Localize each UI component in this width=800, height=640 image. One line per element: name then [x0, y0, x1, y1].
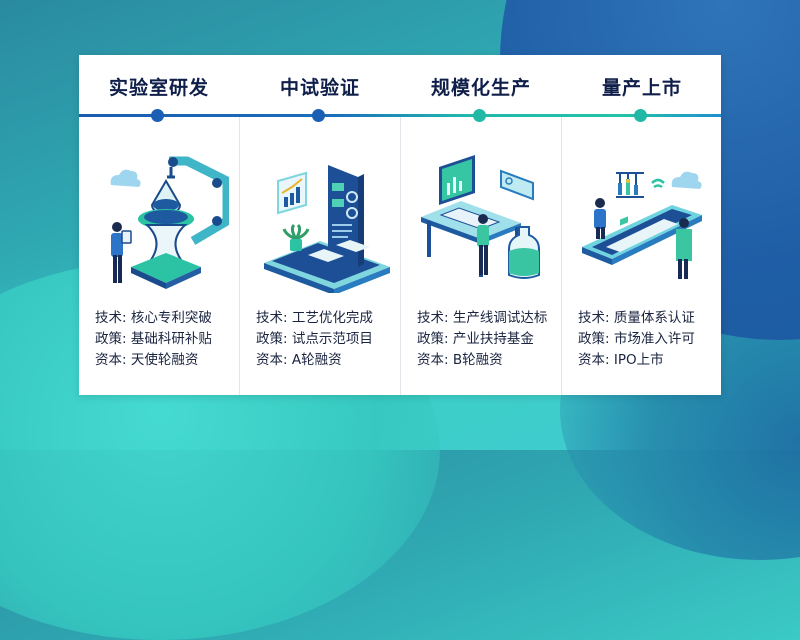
capital-label: 资本: [417, 352, 449, 368]
capital-label: 资本: [578, 352, 610, 368]
policy-label: 政策: [95, 331, 127, 347]
policy-row: 政策: 基础科研补贴 [95, 329, 235, 350]
stage-details: 技术: 核心专利突破 政策: 基础科研补贴 资本: 天使轮融资 [95, 308, 235, 371]
policy-row: 政策: 产业扶持基金 [417, 329, 557, 350]
stage-details: 技术: 质量体系认证 政策: 市场准入许可 资本: IPO上市 [578, 308, 718, 371]
column-divider [561, 117, 562, 395]
tech-value: 工艺优化完成 [291, 310, 373, 326]
tech-value: 质量体系认证 [613, 310, 695, 326]
tech-value: 生产线调试达标 [452, 310, 548, 326]
lab-research-icon [110, 156, 229, 289]
stage-details: 技术: 生产线调试达标 政策: 产业扶持基金 资本: B轮融资 [417, 308, 557, 371]
market-launch-icon [582, 171, 702, 279]
policy-label: 政策: [578, 331, 610, 347]
mass-production-icon [421, 155, 540, 279]
stage-title: 规模化生产 [430, 77, 531, 99]
timeline-dot [634, 109, 647, 122]
tech-label: 技术: [95, 310, 127, 326]
tech-label: 技术: [417, 310, 449, 326]
capital-value: 天使轮融资 [130, 352, 199, 368]
capital-row: 资本: B轮融资 [417, 350, 557, 371]
tech-value: 核心专利突破 [130, 310, 212, 326]
policy-row: 政策: 试点示范项目 [256, 329, 396, 350]
timeline-dot [312, 109, 325, 122]
capital-row: 资本: A轮融资 [256, 350, 396, 371]
stage-pilot-test: 中试验证 技术: 工艺优化完成 政策: 试点示范项目 资本: A轮融资 [240, 55, 400, 395]
capital-value: B轮融资 [452, 352, 503, 368]
capital-label: 资本: [95, 352, 127, 368]
capital-row: 资本: IPO上市 [578, 350, 718, 371]
timeline-line [79, 114, 721, 117]
policy-value: 试点示范项目 [291, 331, 373, 347]
policy-label: 政策: [256, 331, 288, 347]
stage-title: 中试验证 [279, 77, 360, 99]
policy-value: 产业扶持基金 [452, 331, 534, 347]
stage-market-launch: 量产上市 技术: 质量体系认证 政策: 市场准入许可 资本: IPO上市 [562, 55, 722, 395]
policy-value: 基础科研补贴 [130, 331, 212, 347]
policy-value: 市场准入许可 [613, 331, 695, 347]
tech-row: 技术: 工艺优化完成 [256, 308, 396, 329]
capital-row: 资本: 天使轮融资 [95, 350, 235, 371]
tech-row: 技术: 核心专利突破 [95, 308, 235, 329]
stage-lab-research: 实验室研发 技术: 核心专利突破 政策: 基础科研补贴 资本: 天使轮融资 [79, 55, 239, 395]
column-divider [239, 117, 240, 395]
timeline-dot [151, 109, 164, 122]
tech-row: 技术: 生产线调试达标 [417, 308, 557, 329]
column-divider [400, 117, 401, 395]
stages-card: 实验室研发 技术: 核心专利突破 政策: 基础科研补贴 资本: 天使轮融资 中试… [79, 55, 721, 395]
policy-label: 政策: [417, 331, 449, 347]
tech-label: 技术: [578, 310, 610, 326]
policy-row: 政策: 市场准入许可 [578, 329, 718, 350]
timeline-dot [473, 109, 486, 122]
stage-mass-production: 规模化生产 技术: 生产线调试达标 政策: 产业扶持基金 资本: B轮融资 [401, 55, 561, 395]
tech-label: 技术: [256, 310, 288, 326]
capital-value: A轮融资 [291, 352, 342, 368]
stage-details: 技术: 工艺优化完成 政策: 试点示范项目 资本: A轮融资 [256, 308, 396, 371]
stage-title: 量产上市 [601, 77, 682, 99]
capital-value: IPO上市 [613, 352, 664, 368]
pilot-test-icon [264, 165, 390, 293]
tech-row: 技术: 质量体系认证 [578, 308, 718, 329]
capital-label: 资本: [256, 352, 288, 368]
stage-title: 实验室研发 [108, 77, 209, 99]
